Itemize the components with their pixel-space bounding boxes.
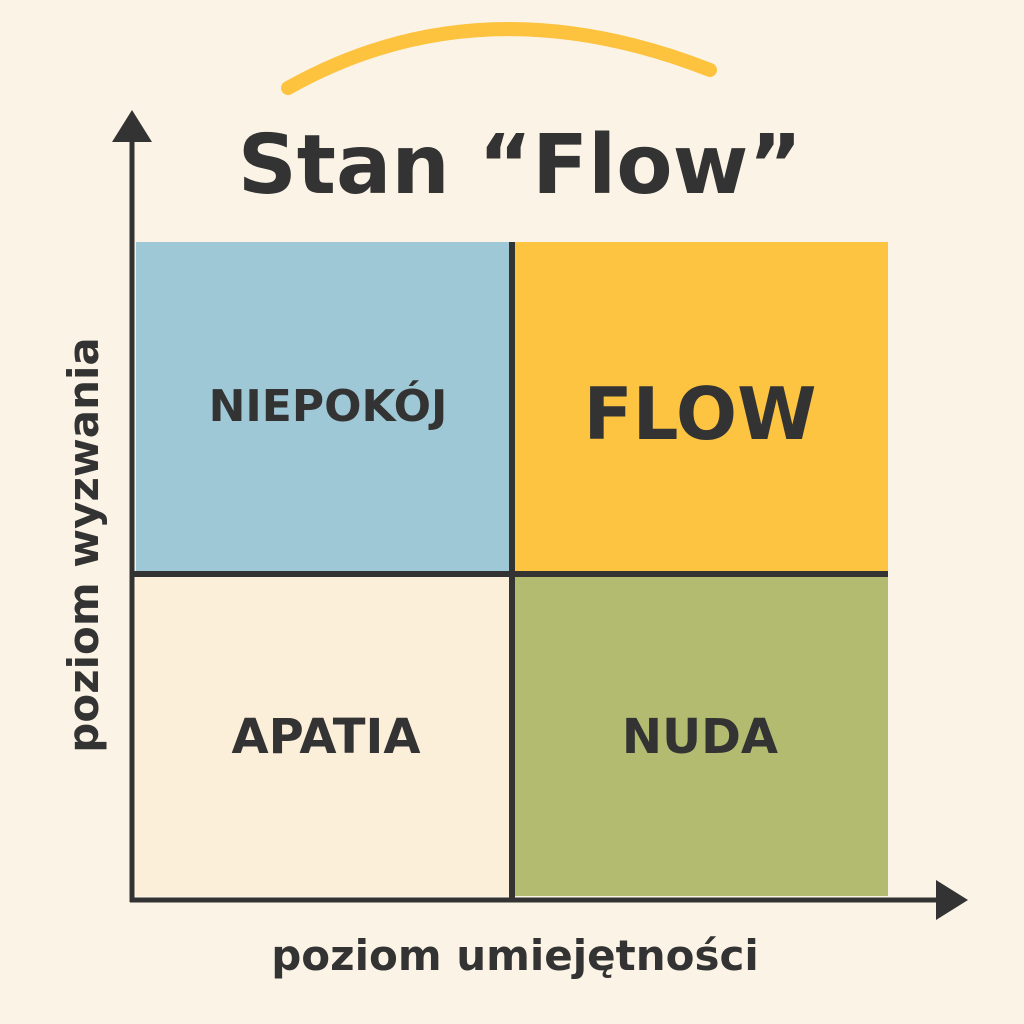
quadrant-apatia <box>136 574 512 896</box>
label-apatia: APATIA <box>231 709 420 765</box>
y-axis-label: poziom wyzwania <box>59 337 108 752</box>
label-nuda: NUDA <box>622 709 778 765</box>
x-axis-arrow-icon <box>936 880 968 920</box>
decorative-arc <box>281 22 717 95</box>
label-flow: FLOW <box>583 372 816 456</box>
label-niepokoj: NIEPOKÓJ <box>209 379 448 432</box>
y-axis-arrow-icon <box>112 110 152 142</box>
quadrant-nuda <box>512 574 888 896</box>
x-axis-label: poziom umiejętności <box>271 931 759 980</box>
quadrant-flow <box>512 242 888 574</box>
quadrant-niepokoj <box>136 242 512 574</box>
diagram-title: Stan “Flow” <box>238 118 803 213</box>
